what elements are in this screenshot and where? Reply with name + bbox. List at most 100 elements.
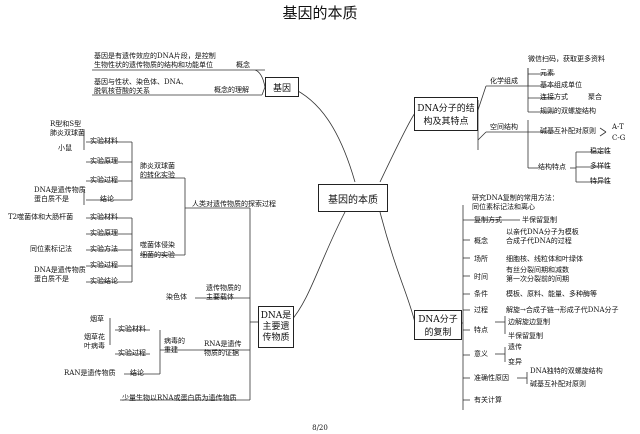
gene-understand-label: 概念的理解 — [214, 86, 249, 94]
griffith-material: 实验材料 — [90, 137, 118, 145]
rna-evidence-2: 物质的证据 — [204, 349, 239, 357]
griffith-principle: 实验原理 — [90, 157, 118, 165]
double-helix-label: 规则的双螺旋结构 — [540, 107, 596, 115]
mouse-label: 小鼠 — [58, 144, 72, 152]
center-node-label: 基因的本质 — [328, 194, 378, 206]
carrier-1: 遗传物质的 — [206, 284, 241, 292]
wechat-text: 微信扫码，获取更多资料 — [528, 55, 605, 63]
phage-method: 实验方法 — [90, 245, 118, 253]
specificity-label: 特异性 — [590, 177, 611, 185]
dna-replication-label-2: 的复制 — [424, 328, 452, 338]
chromosome-label: 染色体 — [166, 293, 187, 301]
gene-node-label: 基因 — [272, 83, 291, 94]
gene-concept-text-1: 基因是有遗传效应的DNA片段，是控制 — [94, 52, 216, 60]
cg-label: C-G — [612, 134, 626, 142]
isotope-label: 同位素标记法 — [30, 245, 72, 253]
few-viruses-label: 少量生物以RNA或蛋白质为遗传物质 — [122, 394, 237, 402]
rep-acc-1: DNA独特的双螺旋结构 — [530, 367, 603, 375]
virus-process: 实验过程 — [118, 349, 146, 357]
dna-material-node[interactable]: DNA是 主要遗 传物质 — [258, 306, 294, 348]
page-title: 基因的本质 — [282, 4, 358, 22]
phage-conc-2: 蛋白质不是 — [34, 275, 69, 283]
rep-acc-2: 碱基互补配对原则 — [530, 380, 586, 388]
rep-concept-2: 合成子代DNA的过程 — [506, 237, 572, 245]
features-label: 结构特点 — [538, 163, 566, 171]
griffith-1: 肺炎双球菌 — [140, 162, 175, 170]
rep-trait-1: 边解旋边复制 — [508, 318, 550, 326]
tmv-1: 烟草花 — [84, 333, 105, 341]
rep-concept: 概念 — [474, 237, 488, 245]
griffith-process: 实验过程 — [90, 176, 118, 184]
polymer-label: 聚合 — [588, 93, 602, 101]
rep-place-text: 细胞核、线粒体和叶绿体 — [506, 255, 583, 263]
dna-material-label-2: 主要遗 — [262, 321, 290, 332]
griffith-2: 的转化实验 — [140, 171, 175, 179]
dna-material-label-3: 传物质 — [262, 332, 290, 343]
element-label: 元素 — [540, 69, 554, 77]
rep-time-1: 有丝分裂间期和减数 — [506, 266, 569, 274]
dna-material-label-1: DNA是 — [260, 310, 292, 321]
rep-process-text: 解旋→合成子链→形成子代DNA分子 — [506, 306, 619, 314]
diversity-label: 多样性 — [590, 162, 611, 170]
stability-label: 稳定性 — [590, 147, 611, 155]
rep-variation: 变异 — [508, 358, 522, 366]
rep-condition: 条件 — [474, 290, 488, 298]
phage-1: 噬菌体侵染 — [140, 241, 175, 249]
rep-process: 过程 — [474, 306, 488, 314]
rep-place: 场所 — [474, 255, 488, 263]
dna-replication-label-1: DNA分子 — [418, 315, 458, 325]
phage-conc-1: DNA是遗传物质 — [34, 266, 86, 274]
at-label: A-T — [612, 123, 624, 131]
griffith-conc-1: DNA是遗传物质 — [34, 186, 86, 194]
rep-time: 时间 — [474, 273, 488, 281]
griffith-conclusion: 结论 — [100, 195, 114, 203]
explore-label: 人类对遗传物质的探索过程 — [192, 200, 276, 208]
dna-structure-label-2: 构及其特点 — [423, 117, 469, 127]
chem-label: 化学组成 — [490, 77, 518, 85]
virus-rebuild-2: 重建 — [164, 346, 178, 354]
tmv-2: 叶病毒 — [84, 342, 105, 350]
link-mode-label: 连接方式 — [540, 93, 568, 101]
rna-evidence-1: RNA是遗传 — [204, 340, 242, 348]
rep-method-2: 同位素标记法和离心 — [472, 203, 535, 211]
basic-unit-label: 基本组成单位 — [540, 81, 582, 89]
phage-principle: 实验原理 — [90, 229, 118, 237]
phage-material: 实验材料 — [90, 213, 118, 221]
rs-1: R型和S型 — [50, 120, 82, 128]
phage-conclusion: 实验结论 — [90, 277, 118, 285]
tobacco-label: 烟草 — [90, 315, 104, 323]
rep-concept-1: 以亲代DNA分子为模板 — [506, 228, 579, 236]
rep-meaning: 意义 — [474, 350, 488, 358]
spatial-label: 空间结构 — [490, 123, 518, 131]
page-number: 8/20 — [312, 424, 328, 432]
rep-method-1: 研究DNA复制的常用方法： — [472, 194, 559, 202]
rep-trait: 特点 — [474, 326, 488, 334]
virus-material: 实验材料 — [118, 325, 146, 333]
rep-heredity: 遗传 — [508, 343, 522, 351]
gene-understand-text-1: 基因与性状、染色体、DNA、 — [94, 78, 188, 86]
dna-structure-label-1: DNA分子的结 — [417, 104, 475, 114]
dna-replication-node[interactable]: DNA分子 的复制 — [414, 310, 462, 340]
virus-conclusion: 结论 — [130, 369, 144, 377]
gene-understand-text-2: 脱氧核苷酸的关系 — [94, 87, 150, 95]
rep-semi: 半保留复制 — [522, 216, 557, 224]
rep-accurate: 准确性原因 — [474, 374, 509, 382]
rep-calc: 有关计算 — [474, 396, 502, 404]
phage-2: 细菌的实验 — [140, 251, 175, 259]
rs-2: 肺炎双球菌 — [50, 129, 85, 137]
carrier-2: 主要载体 — [206, 293, 234, 301]
gene-node[interactable]: 基因 — [265, 77, 299, 97]
dna-structure-node[interactable]: DNA分子的结 构及其特点 — [414, 97, 478, 131]
t2-label: T2噬菌体和大肠杆菌 — [8, 213, 74, 221]
griffith-conc-2: 蛋白质不是 — [34, 195, 69, 203]
center-node[interactable]: 基因的本质 — [318, 184, 388, 212]
rep-mode: 复制方式 — [474, 216, 502, 224]
virus-rebuild-1: 病毒的 — [164, 337, 185, 345]
ran-label: RAN是遗传物质 — [64, 369, 116, 377]
rep-time-2: 第一次分裂前的间期 — [506, 275, 569, 283]
rep-condition-text: 模板、原料、能量、多种酶等 — [506, 290, 597, 298]
rep-trait-2: 半保留复制 — [508, 332, 543, 340]
base-pair-label: 碱基互补配对原则 — [540, 127, 596, 135]
phage-process: 实验过程 — [90, 261, 118, 269]
